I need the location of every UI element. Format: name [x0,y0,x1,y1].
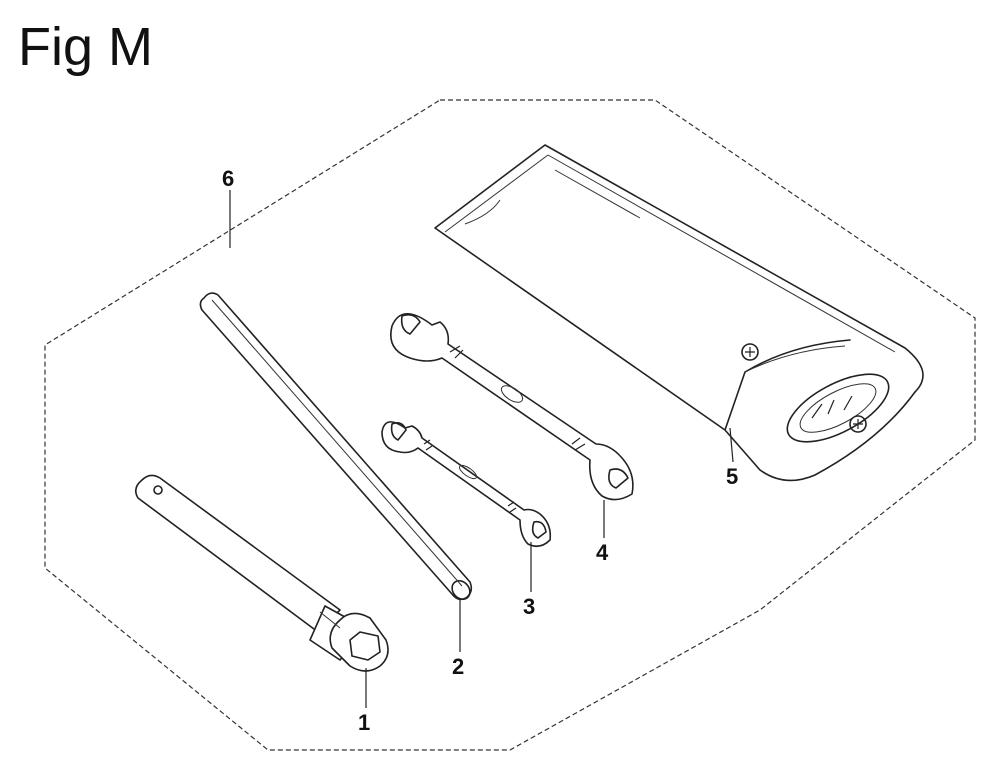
callout-1: 1 [358,710,371,735]
callout-2: 2 [452,654,465,679]
box-spanner-icon [134,474,389,672]
callout-4: 4 [596,540,609,565]
tommy-bar-icon [199,292,473,601]
figure-title: Fig M [18,17,153,77]
leader-line-5 [729,427,734,463]
callout-6: 6 [222,166,235,191]
large-wrench-icon [390,312,634,501]
tool-bag-icon [434,144,924,482]
small-wrench-icon [381,421,552,548]
tool-kit-boundary-icon [44,99,976,751]
callout-3: 3 [523,594,536,619]
callout-5: 5 [726,464,739,489]
